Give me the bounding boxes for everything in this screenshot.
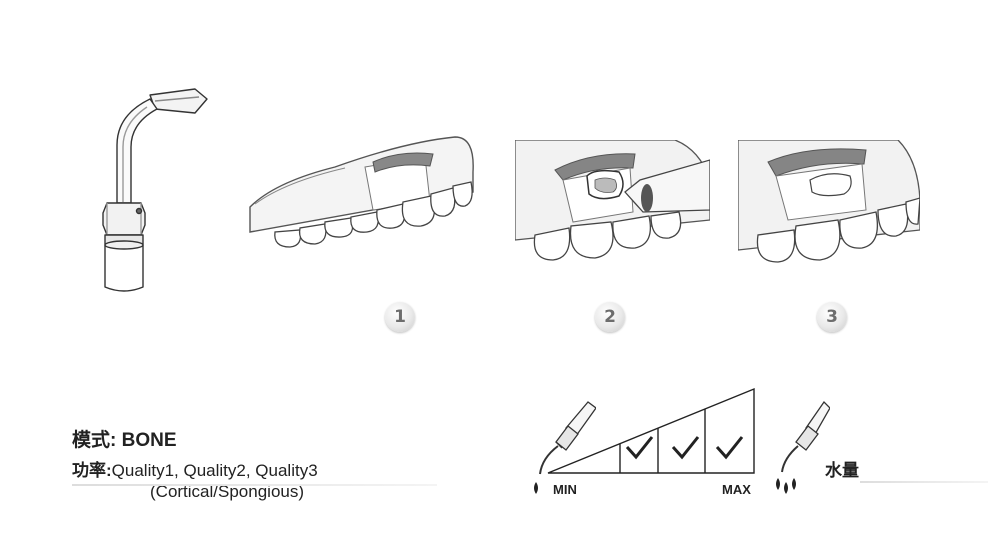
mode-label: 模式: xyxy=(72,430,117,451)
checkmark-icon xyxy=(715,436,744,460)
power-scale-triangle xyxy=(547,387,755,474)
scaler-handpiece-icon xyxy=(534,401,596,494)
divider-right xyxy=(860,481,988,483)
step-3-badge: 3 xyxy=(817,302,847,332)
water-label: 水量 xyxy=(825,461,859,480)
bone-surgery-tip-icon xyxy=(102,88,208,292)
step-1-illustration xyxy=(249,136,474,248)
divider-left xyxy=(72,484,437,486)
checkmark-icon xyxy=(671,436,700,460)
step-3-illustration xyxy=(738,140,920,263)
mode-line: 模式: BONE xyxy=(72,425,177,452)
water-handpiece-icon xyxy=(776,400,830,494)
power-label: 功率: xyxy=(72,461,112,480)
checkmark-icon xyxy=(625,436,654,460)
step-1-badge: 1 xyxy=(385,302,415,332)
scale-max-label: MAX xyxy=(722,482,751,497)
scale-min-label: MIN xyxy=(553,482,577,497)
power-value: Quality1, Quality2, Quality3 xyxy=(111,461,318,480)
power-subtitle: (Cortical/Spongious) xyxy=(150,482,305,501)
power-line: 功率:Quality1, Quality2, Quality3 xyxy=(72,456,318,481)
mode-value: BONE xyxy=(121,430,177,451)
water-drop-icon xyxy=(534,482,538,494)
step-2-illustration xyxy=(515,140,710,268)
step-2-badge: 2 xyxy=(595,302,625,332)
